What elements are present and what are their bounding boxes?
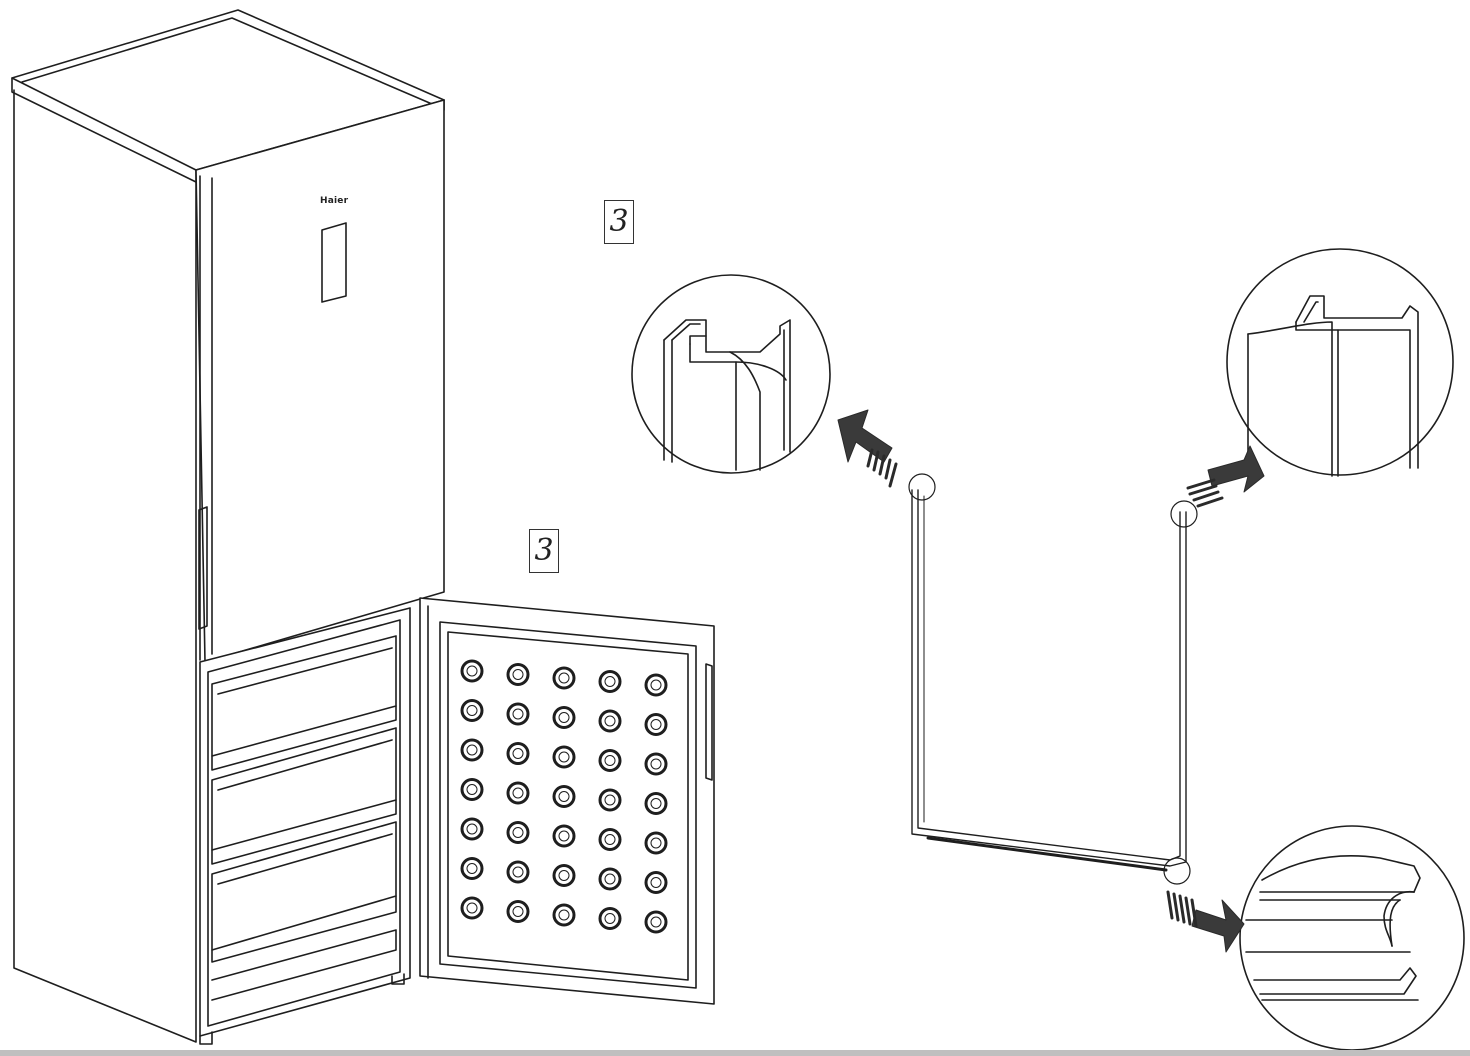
door-dimple-center: [512, 827, 524, 838]
door-dimple-center: [604, 834, 616, 845]
door-dimple-center: [466, 902, 478, 914]
door-dimple-center: [466, 823, 478, 835]
door-dimple-center: [512, 906, 524, 917]
magnify-callout-icon: [1239, 825, 1465, 1051]
brand-logo: Haier: [320, 196, 349, 206]
door-dimple-center: [512, 708, 524, 720]
door-dimple-center: [650, 798, 662, 809]
door-dimple: [644, 752, 668, 776]
door-dimple: [598, 907, 622, 930]
door-dimple-center: [558, 791, 570, 802]
arrow-icon: [1166, 890, 1245, 953]
door-dimple-center: [650, 679, 662, 691]
door-dimple-center: [650, 916, 662, 928]
door-dimple: [506, 742, 530, 765]
bottom-rule: [0, 1050, 1470, 1056]
arrow-icon: [837, 409, 898, 488]
door-dimple: [506, 781, 530, 805]
door-dimple: [598, 749, 622, 772]
door-dimple-center: [604, 715, 616, 727]
door-dimple: [598, 670, 622, 693]
door-dimple: [644, 792, 668, 815]
door-dimple: [644, 910, 668, 934]
door-dimple: [598, 709, 622, 733]
door-dimple: [460, 817, 484, 841]
door-dimple-center: [650, 837, 662, 849]
door-dimple: [598, 828, 622, 851]
door-dimple: [460, 659, 484, 683]
door-dimple-center: [558, 751, 570, 763]
door-dimple-center: [604, 676, 616, 687]
door-dimple: [460, 778, 484, 801]
door-dimple: [506, 860, 530, 884]
door-dimple: [552, 785, 576, 808]
door-dimple: [552, 666, 576, 690]
door-dimple: [506, 900, 530, 923]
door-dimple: [552, 903, 576, 927]
door-dimple-center: [512, 866, 524, 878]
door-dimple-center: [604, 794, 616, 806]
door-dimple: [644, 871, 668, 894]
door-dimple-center: [558, 672, 570, 684]
door-dimple-center: [604, 913, 616, 924]
door-dimple-center: [466, 784, 478, 795]
door-dimple-center: [604, 873, 616, 885]
door-dimple: [598, 867, 622, 891]
door-dimple: [506, 663, 530, 686]
door-dimple: [460, 857, 484, 880]
door-dimple-center: [466, 744, 478, 756]
door-dimple-center: [512, 787, 524, 799]
door-dimple: [460, 699, 484, 722]
door-dimple-center: [604, 755, 616, 766]
door-dimple: [460, 738, 484, 762]
door-dimple-center: [558, 870, 570, 881]
door-dimple: [552, 824, 576, 848]
door-dimple: [506, 821, 530, 844]
door-dimple: [506, 702, 530, 726]
magnify-callout-icon: [1226, 248, 1454, 477]
door-dimple: [644, 673, 668, 697]
door-dimple-center: [558, 909, 570, 921]
door-dimple-center: [466, 705, 478, 716]
door-dimple-center: [650, 719, 662, 730]
door-dimple-center: [558, 830, 570, 842]
door-dimple: [552, 864, 576, 887]
door-dimple-center: [466, 665, 478, 677]
door-dimple: [644, 713, 668, 736]
door-dimple-center: [558, 712, 570, 723]
door-dimple: [552, 745, 576, 769]
magnify-callout-icon: [631, 274, 831, 474]
refrigerator-freezer-icon: [11, 9, 715, 1045]
door-dimple: [460, 896, 484, 920]
door-dimple-center: [466, 863, 478, 874]
door-dimple-center: [512, 748, 524, 759]
door-dimple: [552, 706, 576, 729]
freezer-door-dimples: [460, 659, 668, 934]
arrow-icon: [1186, 445, 1265, 508]
door-dimple: [644, 831, 668, 855]
step-number-label: 3: [529, 529, 559, 573]
step-number-label: 3: [604, 200, 634, 244]
door-dimple-center: [650, 758, 662, 770]
door-dimple-center: [650, 877, 662, 888]
door-dimple: [598, 788, 622, 812]
door-gasket-icon: [908, 473, 1198, 885]
door-dimple-center: [512, 669, 524, 680]
